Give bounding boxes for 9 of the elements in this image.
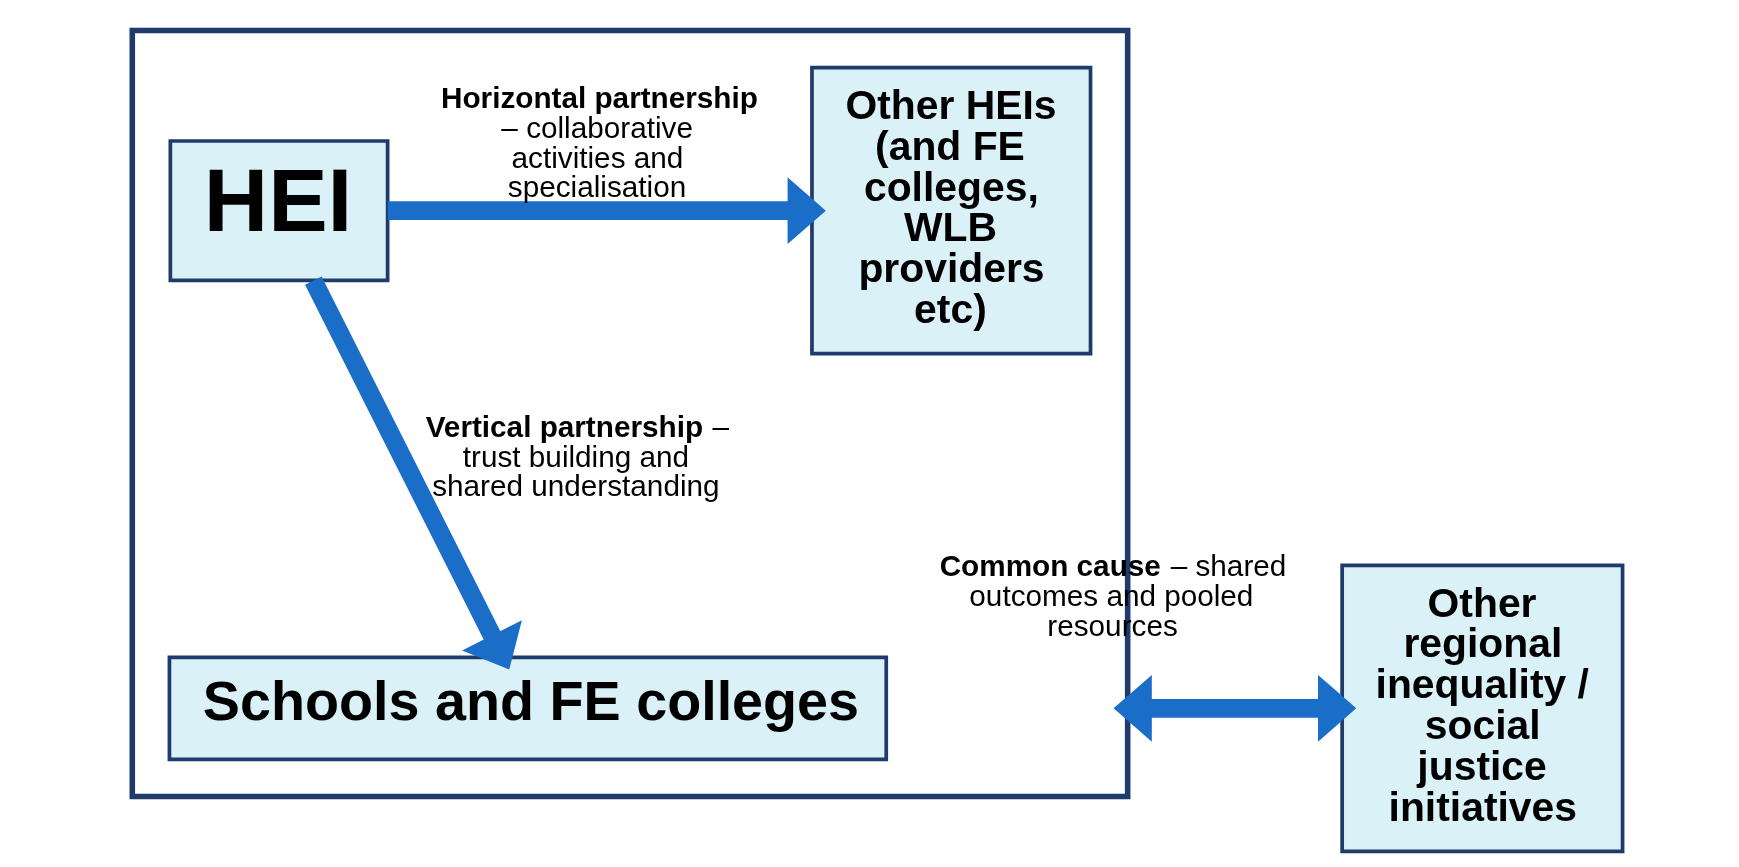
edge-label: Vertical partnership – trust building and shared understanding [425,409,729,503]
arrow [304,276,522,670]
arrow [1113,674,1356,742]
node-box: Other regional inequality / social justice initiatives [1339,563,1624,854]
arrow [387,177,826,245]
node-box: HEI [168,139,389,283]
node-box: Other HEIs (and FE colleges, WLB providers etc) [809,65,1092,356]
node-box: Schools and FE colleges [167,655,888,762]
edge-label: Horizontal partnership – collaborative activities and specialisation [440,81,758,204]
